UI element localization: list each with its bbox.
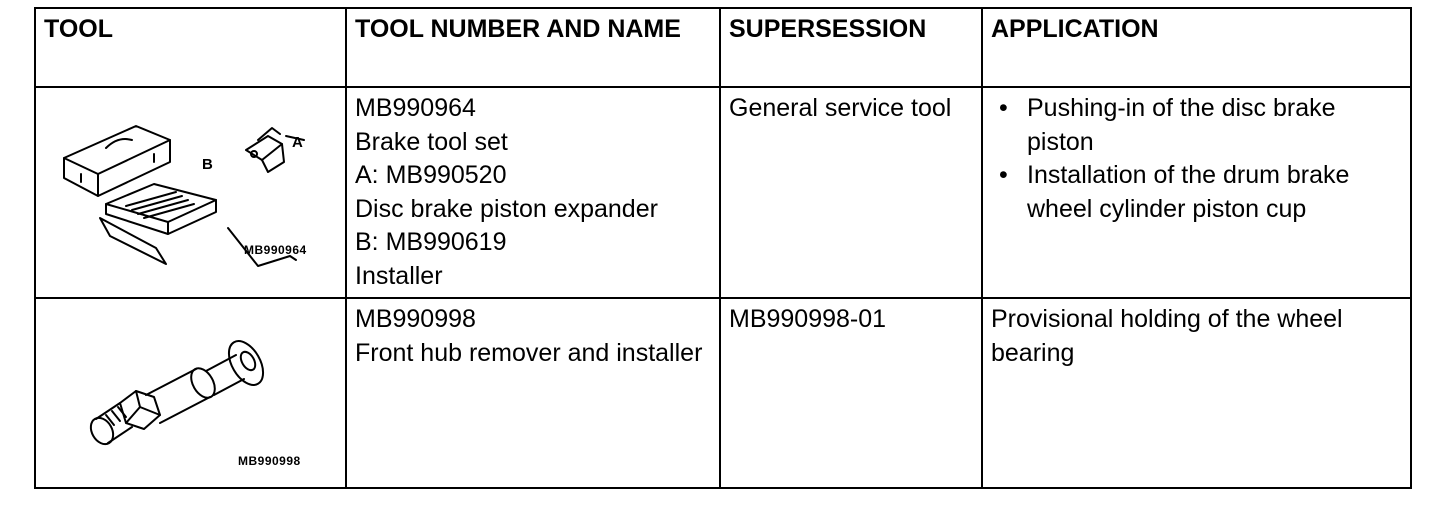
- application-cell: Provisional holding of the wheel bearing: [981, 297, 1412, 489]
- header-supersession: SUPERSESSION: [719, 7, 983, 88]
- figure-label: MB990998: [238, 454, 301, 468]
- list-item: Installation of the drum brake wheel cyl…: [999, 159, 1402, 226]
- tool-number: MB990998: [355, 305, 476, 333]
- table-row: A B MB990964 MB990964 Brake tool set A: …: [34, 86, 1412, 299]
- tool-number-and-name-cell: MB990964 Brake tool set A: MB990520 Disc…: [345, 86, 721, 299]
- brake-tool-set-illustration: [63, 125, 305, 267]
- tool-name: Brake tool set: [355, 127, 508, 156]
- header-application: APPLICATION: [981, 7, 1412, 88]
- sub-tool-a-number: A: MB990520: [355, 161, 507, 189]
- special-tools-table: TOOL TOOL NUMBER AND NAME SUPERSESSION A…: [34, 7, 1412, 489]
- table-row: MB990998 MB990998 Front hub remover and …: [34, 297, 1412, 489]
- header-row: TOOL TOOL NUMBER AND NAME SUPERSESSION A…: [34, 7, 1412, 88]
- tool-illustration-cell: MB990998: [34, 297, 347, 489]
- figure-label: MB990964: [244, 243, 307, 257]
- supersession-cell: General service tool: [719, 86, 983, 299]
- application-list: Pushing-in of the disc brake piston Inst…: [991, 92, 1402, 226]
- list-item: Pushing-in of the disc brake piston: [999, 92, 1402, 159]
- sub-tool-b-name: Installer: [355, 261, 443, 290]
- application-cell: Pushing-in of the disc brake piston Inst…: [981, 86, 1412, 299]
- supersession-cell: MB990998-01: [719, 297, 983, 489]
- supersession-text: MB990998-01: [729, 305, 887, 333]
- callout-a: A: [292, 134, 303, 151]
- header-tool: TOOL: [34, 7, 347, 88]
- callout-b: B: [202, 156, 213, 173]
- application-text: Provisional holding of the wheel bearing: [991, 305, 1343, 367]
- tool-illustration-cell: A B MB990964: [34, 86, 347, 299]
- tool-name: Front hub remover and installer: [355, 338, 703, 367]
- header-tool-number-and-name: TOOL NUMBER AND NAME: [345, 7, 721, 88]
- supersession-text: General service tool: [729, 94, 952, 122]
- tool-number: MB990964: [355, 94, 476, 122]
- sub-tool-b-number: B: MB990619: [355, 228, 507, 256]
- tool-number-and-name-cell: MB990998 Front hub remover and installer: [345, 297, 721, 489]
- sub-tool-a-name: Disc brake piston expander: [355, 194, 658, 223]
- front-hub-remover-illustration: [89, 340, 265, 446]
